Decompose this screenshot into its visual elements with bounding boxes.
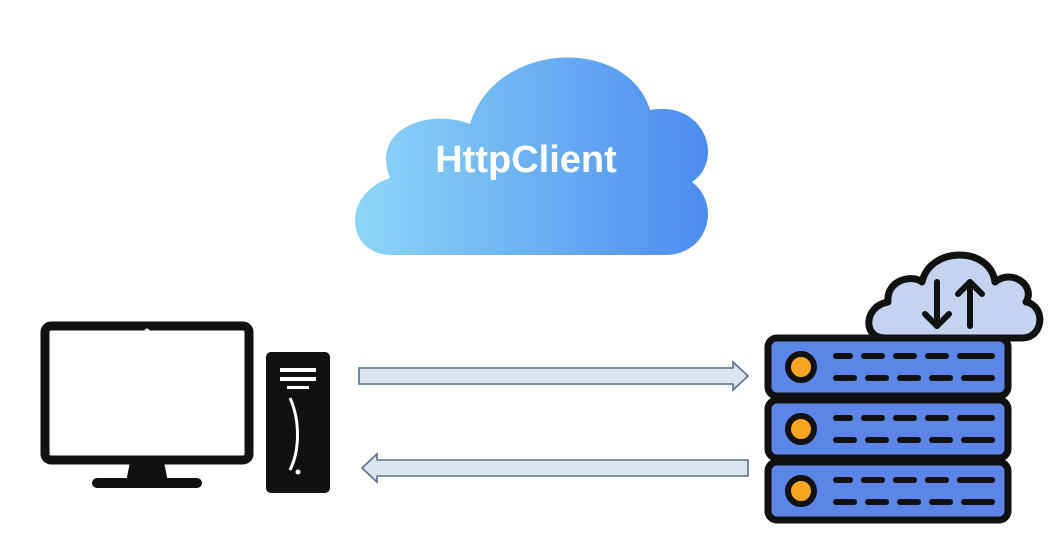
httpclient-cloud: HttpClient — [354, 57, 709, 255]
server — [764, 251, 1044, 524]
monitor-base — [92, 478, 202, 488]
tower-slot-2 — [280, 377, 316, 381]
tower-curve — [288, 397, 299, 471]
cloud-label: HttpClient — [435, 139, 617, 181]
monitor — [40, 321, 254, 465]
server-cloud — [865, 251, 1044, 342]
desktop-computer-icon — [40, 321, 330, 493]
tower-slot-1 — [280, 368, 316, 372]
request-arrow — [358, 360, 750, 392]
tower-slot-3 — [287, 386, 309, 389]
arrow-right-icon — [358, 360, 750, 392]
monitor-stand — [126, 462, 168, 482]
tower-power-light — [295, 469, 301, 475]
cloud-shape — [354, 57, 709, 255]
arrow-left-icon — [360, 452, 749, 484]
client-computer — [40, 321, 330, 493]
server-unit-2 — [764, 396, 1012, 462]
sync-arrows-icon — [922, 279, 985, 329]
response-arrow — [360, 452, 749, 484]
server-unit-1 — [764, 334, 1012, 400]
server-unit-3 — [764, 458, 1012, 524]
cloud-server-icon — [764, 251, 1044, 524]
monitor-camera — [144, 328, 150, 334]
